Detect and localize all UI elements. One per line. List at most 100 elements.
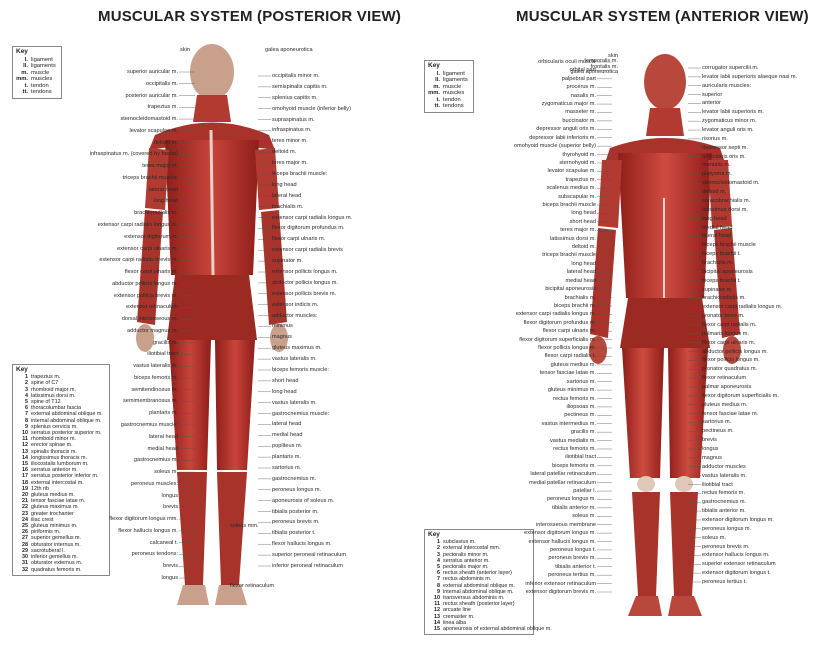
- key-row: tt.tendons: [16, 89, 58, 96]
- anterior-right-label: palmaris longus m.: [702, 331, 749, 337]
- posterior-left-label: semimembranosus m.: [123, 398, 178, 404]
- anterior-right-label: flexor retinaculum: [702, 375, 746, 381]
- anterior-left-label: inferior extensor retinaculum: [525, 581, 596, 587]
- anterior-left-label: vastus medialis m.: [550, 438, 596, 444]
- posterior-right-label: magnus: [272, 334, 292, 340]
- posterior-right-label: minimus: [272, 323, 293, 329]
- anterior-left-label: palpebral part: [562, 76, 596, 82]
- anterior-right-label: extensor carpi radialis longus m.: [702, 304, 782, 310]
- anterior-left-label: iliotibial tract: [565, 454, 596, 460]
- anterior-right-label: abductor pollicis longus m.: [702, 349, 768, 355]
- anterior-right-label: levator labii superioris m.: [702, 109, 764, 115]
- anterior-right-label: anterior: [702, 100, 721, 106]
- posterior-left-label: dorsal interosseous m.: [122, 316, 178, 322]
- anterior-left-label: gracilis m.: [571, 429, 596, 435]
- anterior-right-label: platysma m.: [702, 171, 732, 177]
- anterior-right-label: extensor digitorum longus m.: [702, 517, 774, 523]
- posterior-left-label: medial head: [148, 446, 178, 452]
- posterior-right-label: long head: [272, 182, 297, 188]
- posterior-left-label: flexor carpi ulnaris m.: [125, 269, 178, 275]
- anterior-left-label: interosseous membrane: [536, 522, 596, 528]
- posterior-right-label: splenius capitis m.: [272, 95, 318, 101]
- anterior-left-label: brachialis m.: [565, 295, 596, 301]
- anterior-right-label: palmar aponeurosis: [702, 384, 751, 390]
- posterior-left-label: brevis: [163, 563, 178, 569]
- anterior-left-label: biceps femoris m.: [552, 463, 596, 469]
- anterior-left-label: pectineus m.: [564, 412, 596, 418]
- anterior-left-label: biceps brachii muscle: [543, 202, 596, 208]
- anterior-right-label: latissimus dorsi m.: [702, 207, 748, 213]
- posterior-right-label: lateral head: [272, 193, 301, 199]
- anterior-left-label: procerus m.: [566, 84, 596, 90]
- anterior-right-label: brachialis m.: [702, 260, 733, 266]
- posterior-right-label: tibialis posterior t.: [272, 530, 316, 536]
- posterior-right-label: flexor digitorum profundus m.: [272, 225, 344, 231]
- anterior-left-label: medial patellar retinaculum: [529, 480, 596, 486]
- posterior-left-label: extensor carpi radialis brevis m.: [99, 257, 178, 263]
- anterior-right-label: risorius m.: [702, 136, 728, 142]
- anterior-left-label: flexor digitorum profundus m.: [524, 320, 596, 326]
- anterior-left-label: long head: [571, 210, 596, 216]
- posterior-left-label: superior auricular m.: [127, 69, 178, 75]
- anterior-right-label: brevis: [702, 437, 717, 443]
- posterior-left-label: extensor digitorum m.: [124, 234, 178, 240]
- posterior-right-label: gluteus maximus m.: [272, 345, 322, 351]
- anterior-left-label: soleus m.: [572, 513, 596, 519]
- posterior-left-label: vastus lateralis m.: [133, 363, 178, 369]
- anterior-left-label: short head: [570, 219, 596, 225]
- anterior-left-label: biceps brachii m.: [554, 303, 596, 309]
- anterior-right-label: brachioradialis m.: [702, 295, 746, 301]
- anterior-left-label: tibialis anterior t.: [555, 564, 596, 570]
- posterior-right-label: abductor pollicis longus m.: [272, 280, 338, 286]
- posterior-right-label: popliteus m.: [272, 443, 302, 449]
- key-heading: Key: [428, 532, 530, 538]
- anterior-left-label: nasalis m.: [571, 93, 596, 99]
- anterior-left-label: sternohyoid m.: [559, 160, 596, 166]
- anterior-right-label: soleus m.: [702, 535, 726, 541]
- posterior-right-label: sartorius m.: [272, 465, 301, 471]
- posterior-right-label: teres major m.: [272, 160, 308, 166]
- posterior-left-label: extensor retinaculum: [126, 304, 178, 310]
- posterior-left-label: soleus m.: [154, 469, 178, 475]
- posterior-right-label: adductor muscles:: [272, 313, 317, 319]
- posterior-left-label: long head: [153, 198, 178, 204]
- posterior-right-label: supraspinatus m.: [272, 117, 315, 123]
- anterior-left-label: rectus femoris m.: [553, 396, 596, 402]
- anterior-left-label: peroneus brevis m.: [548, 555, 596, 561]
- posterior-left-label: extensor carpi ulnaris m.: [117, 246, 178, 252]
- posterior-left-label: longus: [162, 575, 178, 581]
- posterior-right-label: extensor indicis m.: [272, 302, 318, 308]
- anterior-left-label: flexor digitorum superficialis m.: [519, 337, 596, 343]
- posterior-left-label: infraspinatus m. (covered by fascia): [90, 151, 178, 157]
- anterior-right-label: auricularis muscles:: [702, 83, 751, 89]
- anterior-left-label: long head: [571, 261, 596, 267]
- anterior-right-label: magnus: [702, 455, 722, 461]
- anterior-left-label: peroneus longus t.: [550, 547, 596, 553]
- posterior-left-label: sternocleidomastoid m.: [120, 116, 178, 122]
- anterior-left-label: medial head: [566, 278, 596, 284]
- anterior-right-label: triceps brachii muscle: [702, 242, 756, 248]
- key-posterior: Key 1trapezius m.2spine of C73rhomboid m…: [12, 364, 110, 576]
- posterior-left-label: occipitalis m.: [146, 81, 178, 87]
- key-row: 32quadratus femoris m.: [16, 567, 106, 573]
- posterior-right-label: superior peroneal retinaculum: [272, 552, 346, 558]
- anterior-left-label: teres major m.: [560, 227, 596, 233]
- anterior-left-label: peroneus longus m.: [547, 496, 596, 502]
- anterior-left-label: rectus femoris m.: [553, 446, 596, 452]
- anterior-left-label: masseter m.: [565, 109, 596, 115]
- anterior-right-label: corrugator supercilii m.: [702, 65, 759, 71]
- anterior-right-label: tensor fasciae latae m.: [702, 411, 758, 417]
- anterior-left-label: latissimus dorsi m.: [550, 236, 596, 242]
- anterior-right-label: flexor carpi ulnaris m.: [702, 340, 755, 346]
- anterior-right-label: peroneus brevis m.: [702, 544, 750, 550]
- posterior-left-label: iliotibial tract: [147, 351, 178, 357]
- anterior-right-label: sartorius m.: [702, 419, 731, 425]
- anterior-left-label: flexor carpi radialis t.: [545, 353, 596, 359]
- anterior-left-label: extensor carpi radialis longus m.: [516, 311, 596, 317]
- anterior-left-label: levator scapulae m.: [547, 168, 596, 174]
- posterior-top-label: skin: [180, 47, 190, 53]
- anterior-right-label: medial head: [702, 225, 732, 231]
- posterior-top-label: galea aponeurotica: [265, 47, 313, 53]
